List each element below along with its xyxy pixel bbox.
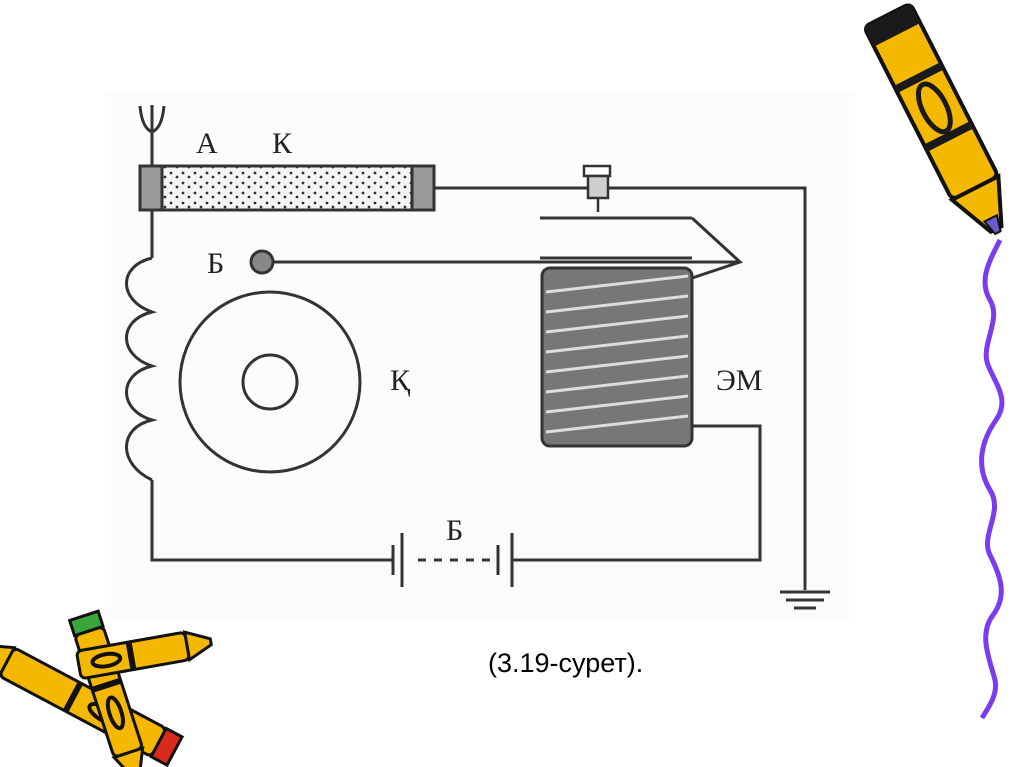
label-electromagnet: ЭМ [716,364,762,397]
bell-disk [178,290,362,474]
ground-icon [780,590,830,610]
hammer-ball [249,249,275,275]
label-bell-disk: Қ [390,364,411,397]
figure-caption: (3.19-сурет). [488,648,644,678]
adjusting-screw [582,164,612,212]
pencil-bottom-left-3-icon [75,630,213,680]
wavy-border-line [979,238,1005,720]
label-coherer: К [272,127,293,160]
label-bell-hammer: Б [207,247,224,280]
label-antenna: А [196,127,218,160]
inductor-coil [125,256,158,482]
battery-icon [391,533,522,587]
electromagnet-coil [540,266,694,448]
pencil-top-right-icon [863,3,1004,236]
armature [540,216,743,280]
circuit-wires [150,186,807,590]
antenna-icon [138,105,166,170]
label-battery: Б [446,514,463,547]
coherer-tube [138,164,436,212]
